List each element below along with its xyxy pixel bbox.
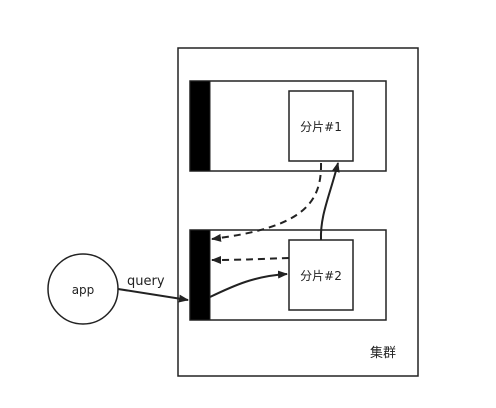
app-label: app [72, 283, 95, 297]
shard-1-box [288, 90, 354, 162]
shard-2-label: 分片#2 [300, 269, 342, 283]
cluster-label: 集群 [370, 345, 396, 361]
node-2-box [189, 229, 387, 321]
node-1-box [189, 80, 387, 172]
forward-arrow-shard-1 [319, 162, 340, 241]
response-arrow-shard-1 [211, 162, 323, 242]
node-1-bar [189, 80, 211, 172]
response-arrow-shard-2 [211, 255, 290, 264]
cluster-box [177, 47, 419, 377]
node-2-bar [189, 229, 211, 321]
shard-1-label: 分片#1 [300, 120, 342, 134]
query-label: query [127, 274, 165, 289]
forward-arrow-shard-2 [209, 270, 288, 298]
query-arrow [117, 288, 189, 303]
